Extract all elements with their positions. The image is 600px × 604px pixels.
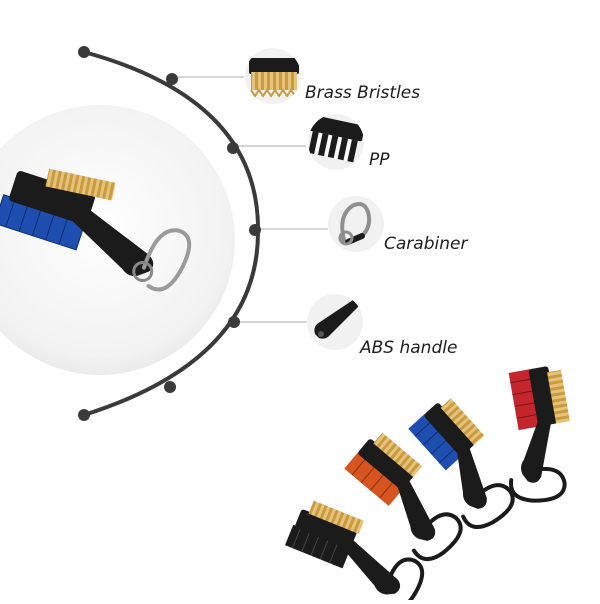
variant-brush-orange	[344, 432, 463, 562]
variant-brush-blue	[408, 398, 515, 530]
carabiner-thumb	[328, 196, 384, 252]
hero-brush-image	[0, 168, 192, 292]
pp-bristles-icon	[308, 115, 364, 163]
feature-label-pp: PP	[369, 150, 390, 170]
arc-node-dot	[228, 316, 240, 328]
variant-brush-red	[508, 366, 570, 503]
abs-handle-thumb	[307, 294, 363, 350]
arc-node-dot	[227, 142, 239, 154]
variant-brush-black	[285, 500, 425, 604]
arc-end-dot-bottom	[78, 409, 90, 421]
brass-bristles-thumb	[245, 48, 301, 104]
pp-bristles-thumb	[308, 114, 364, 170]
feature-label-abs-handle: ABS handle	[360, 338, 458, 358]
hero-ring	[132, 261, 154, 283]
feature-label-brass-bristles: Brass Bristles	[305, 83, 421, 103]
feature-label-carabiner: Carabiner	[384, 234, 468, 254]
hero-handle	[69, 203, 154, 277]
arc-node-dot	[166, 73, 178, 85]
abs-handle-icon	[314, 300, 359, 339]
hero-brush-head	[9, 171, 95, 225]
brass-bristles-icon	[249, 58, 299, 98]
hero-blue-bristles	[0, 194, 87, 251]
arc-end-dot-top	[78, 46, 90, 58]
hero-carabiner	[141, 228, 192, 292]
carabiner-icon	[338, 202, 372, 246]
arc-node-dot	[164, 381, 176, 393]
arc-node-dot	[249, 224, 261, 236]
hero-brass-bristles	[45, 168, 116, 201]
